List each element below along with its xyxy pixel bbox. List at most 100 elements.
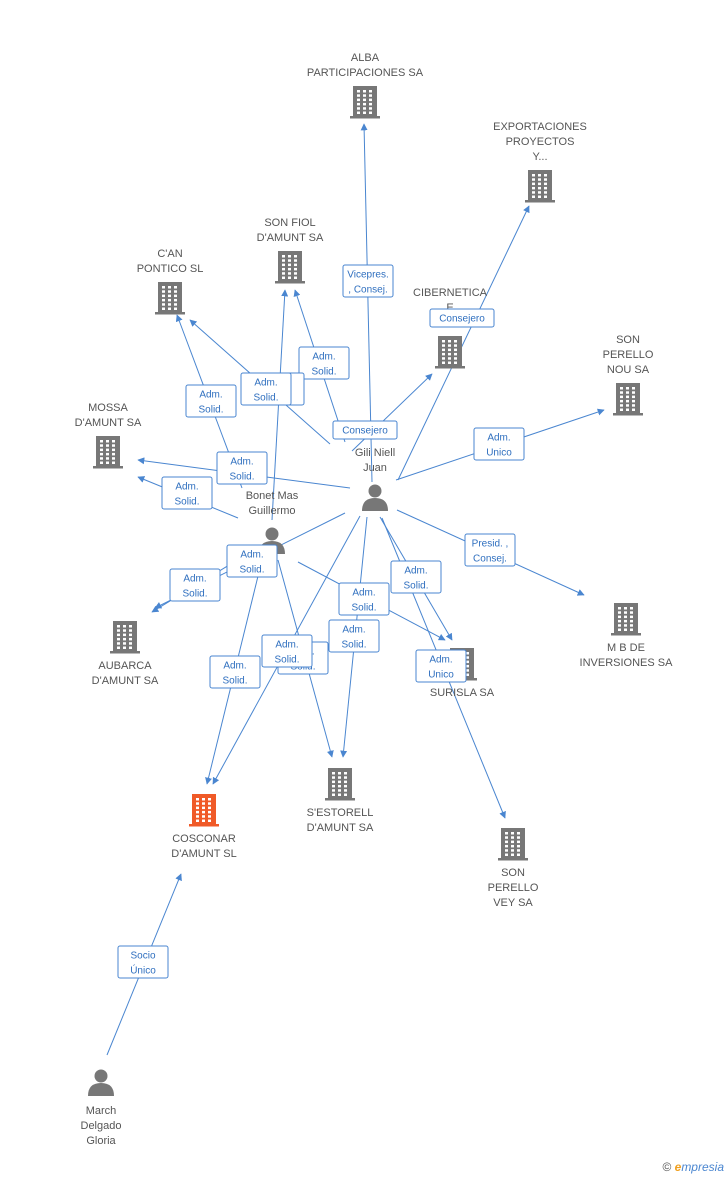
- edge-label[interactable]: Adm.Solid.: [161, 476, 213, 510]
- edge-label-box: [390, 560, 442, 594]
- node-label: C'AN: [157, 248, 182, 260]
- edge-label-box: [117, 945, 169, 979]
- person-icon: [88, 1069, 114, 1096]
- copyright-symbol: ©: [662, 1160, 672, 1174]
- edge-gili-export: [397, 205, 530, 481]
- edge-label[interactable]: Adm.Solid.: [209, 655, 261, 689]
- nodes-layer: ALBA PARTICIPACIONES SA EXPORTACIONES PROYE…: [75, 52, 673, 1147]
- node-label: PROYECTOS: [506, 136, 575, 148]
- edge-label[interactable]: Adm.Solid.: [185, 384, 237, 418]
- node-label: E: [446, 302, 453, 314]
- node-label: S'ESTORELL: [307, 807, 374, 819]
- edge-label-text: Solid.: [311, 367, 336, 378]
- edge-label[interactable]: Vicepres., Consej.: [342, 264, 394, 298]
- building-icon: [325, 768, 355, 801]
- node-label: AUBARCA: [98, 660, 152, 672]
- person-icon: [362, 484, 388, 511]
- node-export[interactable]: EXPORTACIONES PROYECTOS Y...: [493, 121, 587, 203]
- brand-logo-e: e: [674, 1160, 682, 1174]
- edge-label-text: Solid.: [403, 581, 428, 592]
- node-label: Juan: [363, 462, 387, 474]
- node-label: M B DE: [607, 642, 645, 654]
- edge-label-text: Solid.: [274, 655, 299, 666]
- node-label: SON FIOL: [264, 217, 315, 229]
- edge-label[interactable]: Presid. ,Consej.: [464, 533, 516, 567]
- node-label: Y...: [532, 151, 547, 163]
- node-label: SURISLA SA: [430, 687, 495, 699]
- edge-label-text: Adm.: [254, 378, 277, 389]
- node-label: PONTICO SL: [137, 263, 204, 275]
- node-label: ALBA: [351, 52, 380, 64]
- edge-label-text: Unico: [428, 670, 454, 681]
- edge-label[interactable]: Consejero: [332, 420, 398, 440]
- building-icon: [110, 621, 140, 654]
- node-label: VEY SA: [493, 897, 533, 909]
- edge-label-text: Adm.: [275, 640, 298, 651]
- node-aubarca[interactable]: AUBARCA D'AMUNT SA: [92, 621, 159, 687]
- building-icon: [611, 603, 641, 636]
- node-alba[interactable]: ALBA PARTICIPACIONES SA: [307, 52, 424, 119]
- edge-labels-layer: Vicepres., Consej.ConsejeroConsejeroAdm.…: [117, 264, 525, 979]
- node-label: Bonet Mas: [246, 490, 299, 502]
- building-icon: [525, 170, 555, 203]
- edge-label-box: [226, 544, 278, 578]
- edge-label-text: Adm.: [352, 588, 375, 599]
- edge-label-text: Adm.: [342, 625, 365, 636]
- edge-label[interactable]: Adm.Unico: [473, 427, 525, 461]
- edge-label-text: Consejero: [342, 426, 388, 437]
- building-icon: [275, 251, 305, 284]
- edge-label[interactable]: Adm.Solid.: [240, 372, 292, 406]
- edge-label-box: [161, 476, 213, 510]
- edge-label-box: [298, 346, 350, 380]
- edge-label[interactable]: Adm. Solid.: [261, 634, 313, 668]
- edge-label-box: [209, 655, 261, 689]
- node-label: SON: [616, 334, 640, 346]
- building-icon: [155, 282, 185, 315]
- edge-label-text: Adm.: [487, 433, 510, 444]
- edge-label[interactable]: Adm. Solid.: [298, 346, 350, 380]
- edge-label[interactable]: Adm. Unico: [415, 649, 467, 683]
- edge-label-box: [473, 427, 525, 461]
- edge-label-box: [240, 372, 292, 406]
- node-label: D'AMUNT SA: [75, 417, 142, 429]
- edge-label-text: Adm.: [429, 655, 452, 666]
- edge-label-box: [328, 619, 380, 653]
- node-label: PARTICIPACIONES SA: [307, 67, 424, 79]
- edge-label-box: [185, 384, 237, 418]
- edge-label[interactable]: Consejero: [429, 308, 495, 328]
- edge-label-text: Solid.: [174, 497, 199, 508]
- edge-label[interactable]: Adm.Solid.: [216, 451, 268, 485]
- edge-label-box: [216, 451, 268, 485]
- edge-label-box: [429, 308, 495, 328]
- edge-label[interactable]: Adm.Solid.: [338, 582, 390, 616]
- brand-logo-text: mpresia: [681, 1160, 724, 1174]
- node-label: CIBERNETICA: [413, 287, 488, 299]
- node-canpontico[interactable]: C'AN PONTICO SL: [137, 248, 204, 315]
- node-label: EXPORTACIONES: [493, 121, 587, 133]
- edge-label-box: [169, 568, 221, 602]
- node-label: Delgado: [81, 1120, 122, 1132]
- edge-label-text: Adm.: [312, 352, 335, 363]
- edge-label[interactable]: Adm.Solid.: [226, 544, 278, 578]
- edge-label-text: Adm.: [183, 574, 206, 585]
- node-label: D'AMUNT SA: [92, 675, 159, 687]
- footer-brand[interactable]: © empresia: [662, 1160, 724, 1174]
- node-cibernetica[interactable]: CIBERNETICAEINFO...: [413, 287, 488, 369]
- edge-label[interactable]: Adm.Solid.: [390, 560, 442, 594]
- edge-label[interactable]: Adm.Solid.: [328, 619, 380, 653]
- edge-label[interactable]: Adm.Solid.: [169, 568, 221, 602]
- edge-label-text: Solid.: [222, 676, 247, 687]
- edge-label-text: Consej.: [473, 554, 507, 565]
- edge-label-box: [261, 634, 313, 668]
